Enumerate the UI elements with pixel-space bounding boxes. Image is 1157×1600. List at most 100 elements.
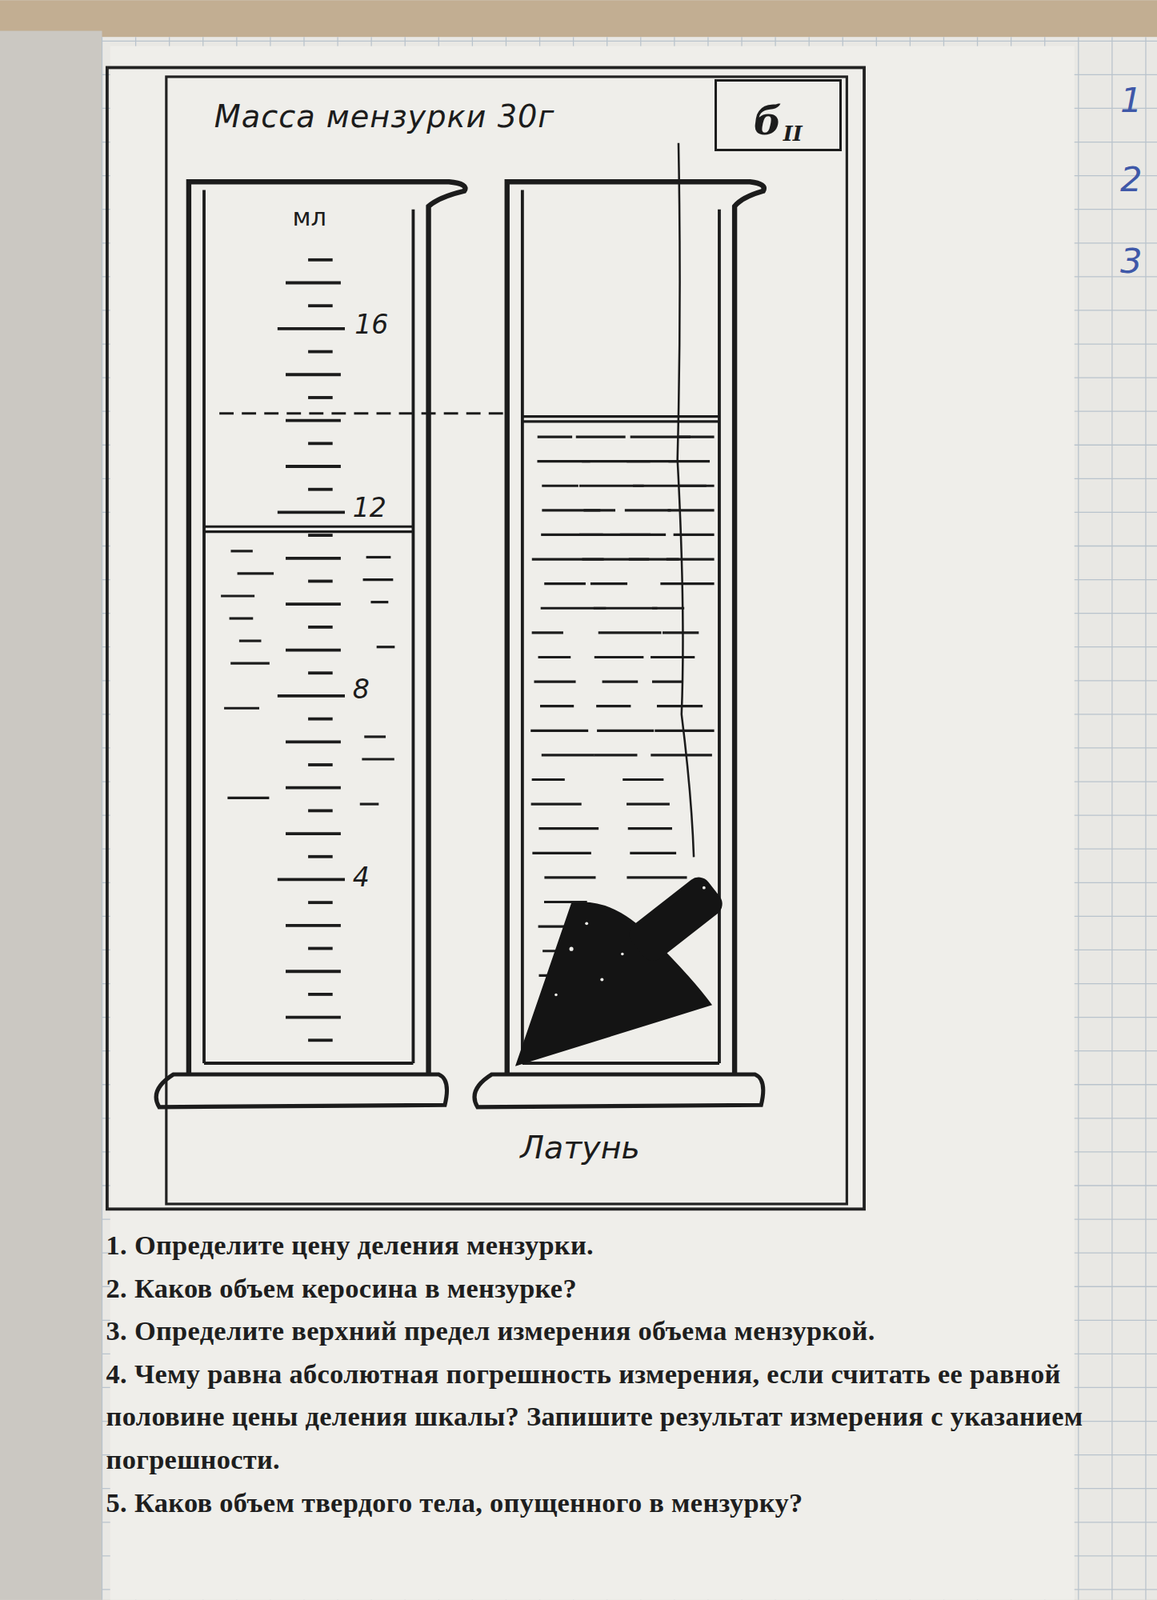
scale-tick	[285, 648, 341, 653]
liquid-dash	[660, 582, 714, 585]
cylinder-wall	[188, 181, 466, 1073]
handwritten-number: 1	[1120, 81, 1143, 121]
scale-tick	[308, 992, 333, 997]
question-text: 5. Каков объем твердого тела, опущенного…	[106, 1481, 1122, 1526]
liquid-dash	[593, 607, 658, 610]
liquid-dash	[652, 607, 685, 610]
scale-tick	[277, 511, 345, 515]
liquid-dash	[596, 729, 654, 733]
liquid-dash	[230, 662, 270, 665]
scale-tick	[308, 533, 333, 537]
grid-line	[102, 40, 1157, 42]
liquid-dash	[540, 704, 574, 708]
scale-tick	[285, 786, 341, 790]
facing-page	[0, 31, 103, 1600]
unit-label: мл	[290, 204, 329, 232]
scale-tick	[285, 832, 341, 836]
liquid-surface	[522, 416, 720, 422]
cylinder-inner-wall	[204, 189, 413, 1064]
scale-number: 12	[351, 493, 389, 523]
scale-tick	[308, 580, 333, 584]
scale-tick	[285, 1016, 341, 1020]
handwritten-number: 3	[1120, 242, 1143, 281]
question-text: 3. Определите верхний предел измерения о…	[106, 1309, 1122, 1354]
inner-frame	[166, 76, 848, 1205]
liquid-dash	[596, 704, 631, 708]
liquid-dash	[239, 639, 262, 642]
liquid-dash	[598, 631, 662, 634]
liquid-dash	[229, 616, 254, 620]
scale-tick	[308, 947, 333, 951]
drawing-part	[584, 921, 589, 925]
liquid-dash	[629, 852, 677, 855]
liquid-dash	[224, 707, 260, 710]
bob-speckles	[554, 886, 706, 997]
liquid-dash	[583, 508, 616, 512]
scale-number: 8	[351, 675, 372, 705]
scale-tick	[277, 327, 345, 331]
grid-line	[1111, 36, 1113, 1600]
liquid-dash	[544, 582, 586, 585]
drawing-part	[600, 977, 604, 981]
handwritten-number: 2	[1120, 160, 1143, 200]
scale-tick	[285, 372, 341, 377]
scale-ticks	[277, 260, 345, 1041]
liquid-dash	[220, 594, 255, 597]
scale-tick	[308, 396, 333, 400]
outer-frame	[107, 67, 865, 1210]
cylinder-wall	[507, 181, 765, 1073]
scale-tick	[308, 808, 333, 813]
liquid-dash	[673, 533, 715, 537]
liquid-dash	[626, 876, 687, 879]
drawing-part	[554, 993, 558, 997]
scale-number: 16	[352, 310, 390, 340]
liquid-dash	[544, 876, 596, 879]
liquid-dash	[360, 803, 380, 806]
liquid-dash	[541, 484, 579, 488]
liquid-dash	[230, 549, 253, 553]
liquid-dash	[366, 556, 392, 559]
question-text: 1. Определите цену деления мензурки.	[106, 1224, 1122, 1268]
scale-tick	[285, 969, 341, 973]
scale-tick	[277, 694, 345, 698]
liquid-dash	[602, 680, 639, 683]
liquid-dash	[666, 557, 715, 561]
sheet-title: Масса мензурки 30г	[214, 100, 556, 134]
wooden-table	[0, 0, 1157, 44]
scale-tick	[308, 625, 333, 629]
level-line	[219, 412, 510, 415]
scale-tick	[308, 1038, 333, 1042]
liquid-dash	[538, 656, 572, 659]
variant-number: II	[783, 124, 803, 145]
liquid-dash	[533, 680, 576, 683]
liquid-dash	[626, 803, 670, 806]
liquid-dash	[361, 757, 394, 761]
liquid-dash	[622, 778, 664, 781]
cylinder-base	[156, 1074, 447, 1108]
liquid-dash	[363, 578, 394, 581]
liquid-dash	[652, 680, 683, 683]
liquid-dash	[227, 796, 269, 800]
thread	[677, 143, 694, 858]
liquid-dash	[590, 582, 628, 585]
brass-bob-handle	[624, 872, 727, 966]
liquid-dash	[662, 631, 699, 634]
liquid-dash	[370, 600, 389, 604]
scale-number: 4	[351, 863, 372, 893]
scale-tick	[308, 900, 333, 905]
scale-tick	[308, 717, 333, 721]
liquid-dash	[531, 803, 582, 806]
liquid-dash	[541, 753, 595, 757]
question-list: 1. Определите цену деления мензурки.2. К…	[106, 1224, 1122, 1525]
liquid-dash	[668, 508, 715, 512]
scale-tick	[285, 602, 341, 606]
grid-line	[1077, 36, 1079, 1600]
scale-tick	[308, 441, 333, 445]
liquid-dash	[628, 827, 673, 830]
liquid-dash	[364, 735, 386, 738]
liquid-dash	[650, 656, 695, 659]
drawing-part	[620, 952, 625, 957]
cylinder-base	[474, 1074, 764, 1108]
liquid-dash	[237, 572, 275, 575]
